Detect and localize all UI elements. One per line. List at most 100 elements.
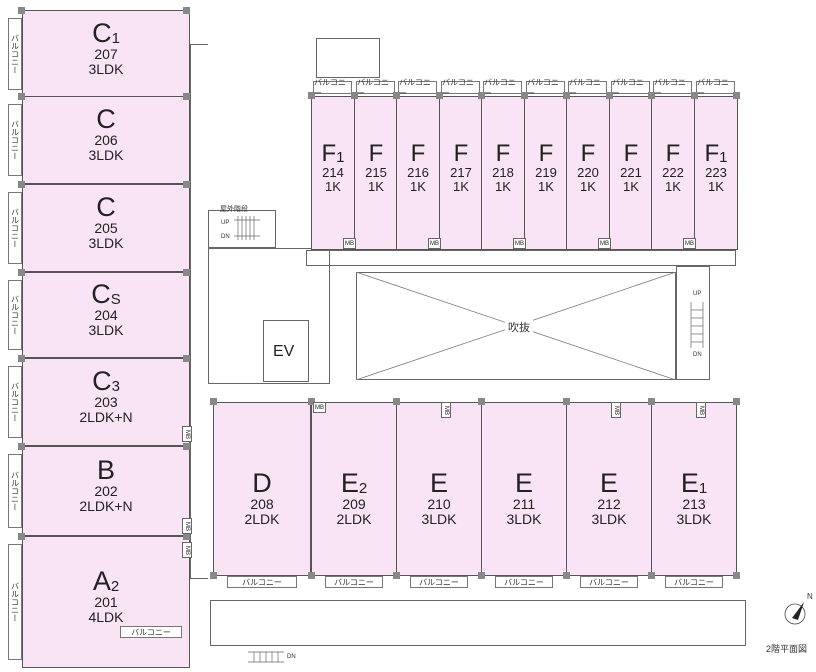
unit-type-letter: E	[514, 468, 533, 498]
pillar	[478, 92, 485, 99]
balcony-217: バルコニー	[441, 78, 480, 98]
pillar	[733, 398, 740, 405]
outdoor-stair-icon	[234, 216, 260, 240]
unit-type-letter: E	[599, 468, 618, 498]
unit-type-subscript: 2	[110, 578, 120, 595]
balcony-216: バルコニー	[398, 78, 437, 98]
unit-layout: 2LDK	[244, 511, 280, 528]
meter-box-label: MB	[315, 404, 324, 411]
unit-number: 201	[94, 594, 118, 611]
unit-number: 220	[577, 165, 599, 181]
meter-box-label: MB	[184, 429, 190, 439]
pillar	[183, 7, 190, 14]
unit-layout: 1K	[368, 178, 384, 194]
balcony-201-south: バルコニー	[120, 626, 182, 638]
balcony-label: バルコニー	[399, 77, 431, 98]
balcony-label: バルコニー	[654, 77, 686, 98]
unit-number: 219	[535, 165, 557, 181]
unit-type-subscript: 1	[698, 480, 708, 497]
unit-layout: 1K	[325, 178, 341, 194]
unit-type-subscript: 1	[719, 149, 728, 166]
east-corridor	[676, 266, 710, 380]
balcony-218: バルコニー	[483, 78, 522, 98]
unit-type-letter: F	[623, 140, 639, 167]
unit-type-letter: D	[252, 468, 272, 498]
unit-number: 221	[620, 165, 642, 181]
balcony-205: バルコニー	[8, 192, 22, 264]
unit-type-letter: CS	[91, 279, 121, 309]
unit-layout: 3LDK	[88, 147, 124, 164]
meter-box: MB	[696, 402, 706, 418]
meter-box: MB	[428, 238, 441, 249]
unit-type-letter: F1	[321, 140, 345, 167]
north-corridor	[306, 250, 736, 266]
pillar	[733, 92, 740, 99]
unit-type-letter: F1	[704, 140, 728, 167]
pillar	[478, 398, 485, 405]
balcony-204: バルコニー	[8, 280, 22, 350]
meter-box: MB	[343, 238, 356, 249]
pillar	[436, 92, 443, 99]
unit-layout: 1K	[580, 178, 596, 194]
meter-box-label: MB	[515, 240, 524, 247]
pillar	[563, 572, 570, 579]
unit-layout: 1K	[410, 178, 426, 194]
balcony-label: バルコニー	[10, 582, 20, 622]
atrium-label: 吹抜	[505, 319, 533, 335]
unit-layout: 1K	[538, 178, 554, 194]
unit-number: 213	[682, 496, 706, 513]
meter-box: MB	[683, 238, 696, 249]
pillar	[521, 92, 528, 99]
unit-type-letter: F	[495, 140, 511, 167]
unit-type-letter: E2	[340, 468, 368, 498]
balcony-213: バルコニー	[665, 576, 723, 588]
east-stair-dn: DN	[693, 352, 702, 358]
unit-layout: 3LDK	[676, 511, 712, 528]
balcony-label: バルコニー	[419, 577, 459, 587]
pillar	[18, 355, 25, 362]
east-stair-up: UP	[693, 291, 702, 297]
balcony-label: バルコニー	[674, 577, 714, 587]
balcony-label: バルコニー	[10, 34, 20, 74]
unit-number: 217	[450, 165, 472, 181]
west-corridor	[190, 44, 208, 579]
unit-layout: 3LDK	[506, 511, 542, 528]
unit-type-subscript: 1	[111, 30, 120, 47]
balcony-220: バルコニー	[568, 78, 607, 98]
pillar	[183, 443, 190, 450]
meter-box: MB	[598, 238, 611, 249]
balcony-label: バルコニー	[10, 471, 20, 511]
balcony-label: バルコニー	[242, 577, 282, 587]
unit-number: 216	[407, 165, 429, 181]
central-hall	[208, 248, 330, 384]
